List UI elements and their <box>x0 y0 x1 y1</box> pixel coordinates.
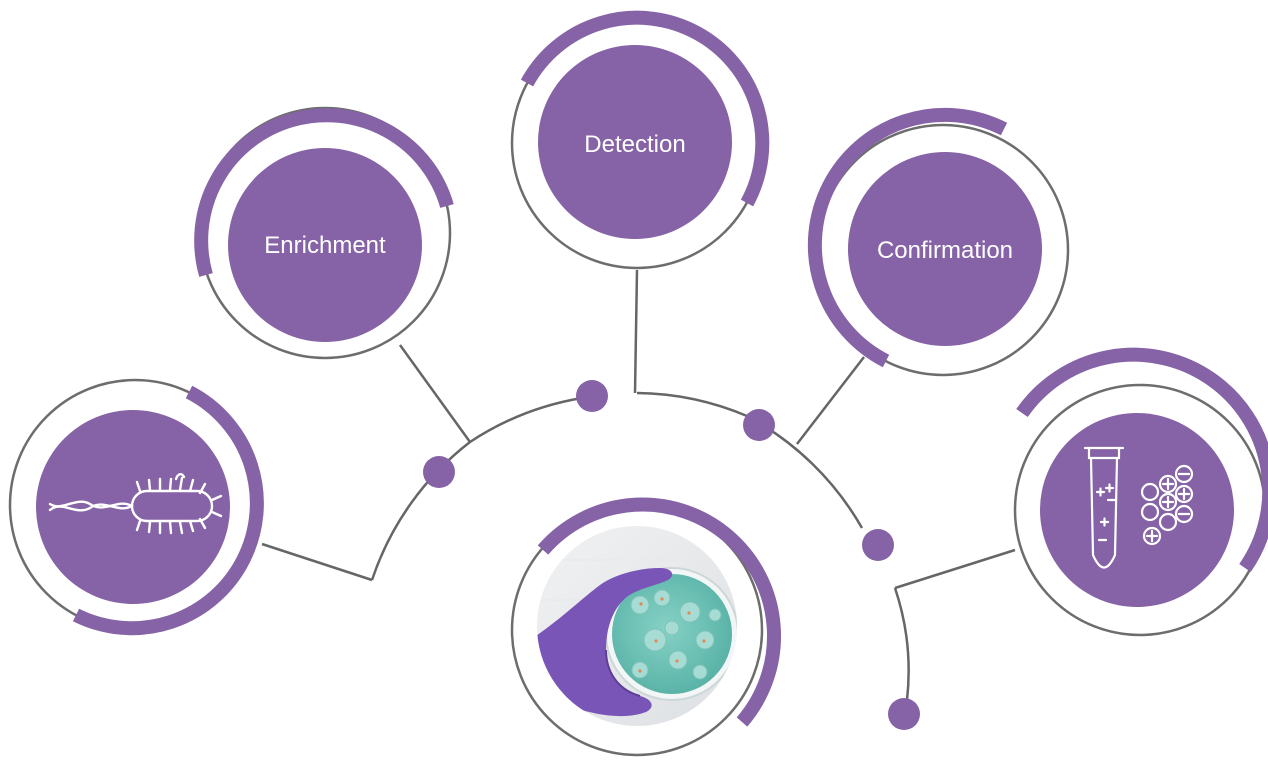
petri-dish-node <box>510 497 782 757</box>
node-arc <box>520 10 770 207</box>
bacterium-connector <box>261 542 373 582</box>
junction-dot <box>862 529 894 561</box>
test-tube-node <box>1013 347 1268 637</box>
main-arc <box>370 396 583 581</box>
junction-dot <box>743 409 775 441</box>
lower-right-arc <box>893 587 910 701</box>
enrichment-node: Enrichment <box>194 106 454 360</box>
node-arc <box>537 497 782 727</box>
test-tube-connector <box>894 548 1016 590</box>
bacterium-node <box>8 378 264 636</box>
node-disc <box>848 152 1042 346</box>
confirmation-node: Confirmation <box>807 107 1070 377</box>
node-arc <box>72 385 264 636</box>
node-arc <box>194 108 454 277</box>
detection-connector <box>633 269 639 394</box>
junction-dot <box>888 698 920 730</box>
confirmation-label: Confirmation <box>877 237 1013 264</box>
enrichment-connector <box>398 344 472 443</box>
connector-lines <box>261 269 1016 701</box>
bacterium-icon <box>48 473 223 535</box>
confirmation-connector <box>796 356 865 445</box>
detection-label: Detection <box>584 131 685 158</box>
junction-dots <box>423 380 920 730</box>
hand-holding-petri-dish-icon <box>537 526 737 726</box>
node-disc <box>538 45 732 239</box>
junction-dot <box>423 456 455 488</box>
junction-dot <box>576 380 608 412</box>
node-disc <box>228 148 422 342</box>
enrichment-label: Enrichment <box>264 232 386 259</box>
test-tube-particles-icon <box>1083 446 1194 569</box>
node-arc <box>1016 347 1268 572</box>
detection-node: Detection <box>510 10 770 270</box>
node-arc <box>807 107 1008 368</box>
node-disc <box>1040 413 1234 607</box>
